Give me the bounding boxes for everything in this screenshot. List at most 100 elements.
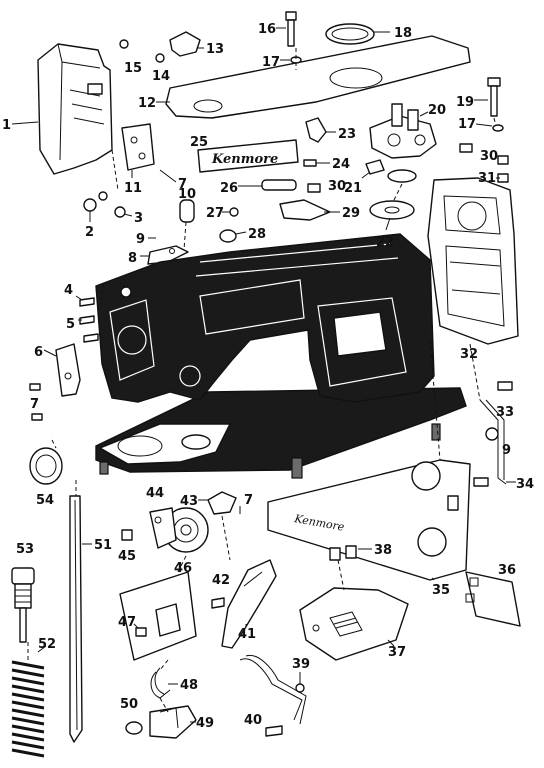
callout-30-right: 30 <box>480 149 498 164</box>
callout-3: 3 <box>134 211 143 226</box>
stitch-knob-54 <box>29 447 63 485</box>
hook-piece-48 <box>150 667 171 699</box>
callout-4: 4 <box>64 283 73 298</box>
screw-42 <box>211 597 225 609</box>
end-cover-part <box>37 43 113 175</box>
callout-43: 43 <box>180 494 198 509</box>
top-cover-part <box>165 35 471 119</box>
callout-53: 53 <box>16 542 34 557</box>
callout-21: 21 <box>344 181 362 196</box>
callout-39: 39 <box>292 657 310 672</box>
callout-11: 11 <box>124 181 142 196</box>
top-screw-upright <box>285 11 297 47</box>
lever-linkage-34 <box>473 399 507 487</box>
callout-6: 6 <box>34 345 43 360</box>
side-plate-part <box>55 343 81 397</box>
callout-10: 10 <box>178 187 196 202</box>
nameplate-text: Kenmore <box>211 152 278 167</box>
callout-7-center: 7 <box>244 493 253 508</box>
hook-gear-assembly <box>149 507 209 553</box>
lever-41 <box>221 559 277 649</box>
machine-main-body <box>95 233 467 479</box>
linkage-lever-39-40 <box>239 654 307 737</box>
callout-40: 40 <box>244 713 262 728</box>
assembly-guide-lines <box>27 48 497 713</box>
callout-24: 24 <box>332 157 350 172</box>
part-33 <box>497 381 513 391</box>
callout-42: 42 <box>212 573 230 588</box>
callout-23: 23 <box>338 127 356 142</box>
right-small-screws <box>307 143 509 193</box>
callout-7-top: 7 <box>178 177 187 192</box>
arm-screws <box>79 297 99 343</box>
thumb-screw-50 <box>125 721 143 735</box>
callout-15: 15 <box>124 61 142 76</box>
callout-18: 18 <box>394 26 412 41</box>
callout-48: 48 <box>180 678 198 693</box>
gasket-ring-part <box>325 23 375 45</box>
presser-bar-51 <box>69 495 83 743</box>
screw-24 <box>303 159 317 167</box>
presser-bracket-46 <box>119 571 197 661</box>
end-cover-screws <box>83 191 126 218</box>
callout-2: 2 <box>85 225 94 240</box>
callout-9-top: 9 <box>136 232 145 247</box>
callout-30-center: 30 <box>328 179 346 194</box>
bracket-29 <box>279 199 331 221</box>
callout-9-right: 9 <box>502 443 511 458</box>
callout-54: 54 <box>36 493 54 508</box>
callout-49: 49 <box>196 716 214 731</box>
screws-38 <box>329 545 357 561</box>
bracket-plate-36 <box>465 571 521 627</box>
callout-46: 46 <box>174 561 192 576</box>
small-screws-left <box>29 383 43 421</box>
callout-20: 20 <box>428 103 446 118</box>
callout-47: 47 <box>118 615 136 630</box>
presser-foot-49 <box>149 705 197 739</box>
bracket-43 <box>207 491 237 515</box>
callout-17-top: 17 <box>262 55 280 70</box>
callout-37: 37 <box>388 645 406 660</box>
spool-disk-part <box>369 200 415 220</box>
callout-5: 5 <box>66 317 75 332</box>
thread-guide-bracket <box>147 245 189 265</box>
callout-44: 44 <box>146 486 164 501</box>
callout-22: 22 <box>376 235 394 250</box>
callout-32: 32 <box>460 347 478 362</box>
callout-8: 8 <box>128 251 137 266</box>
callout-28: 28 <box>248 227 266 242</box>
callout-31: 31 <box>478 171 496 186</box>
callout-12: 12 <box>138 96 156 111</box>
callout-7-left: 7 <box>30 397 39 412</box>
callout-29: 29 <box>342 206 360 221</box>
callout-14: 14 <box>152 69 170 84</box>
callout-19: 19 <box>456 95 474 110</box>
callout-50: 50 <box>120 697 138 712</box>
callout-45: 45 <box>118 549 136 564</box>
bushing-part <box>179 199 195 223</box>
callout-26: 26 <box>220 181 238 196</box>
callout-52: 52 <box>38 637 56 652</box>
callout-27: 27 <box>206 206 224 221</box>
callout-35: 35 <box>432 583 450 598</box>
callout-34: 34 <box>516 477 534 492</box>
spring-52 <box>11 660 45 758</box>
callout-17-right: 17 <box>458 117 476 132</box>
rear-panel-part <box>427 177 519 345</box>
callout-25: 25 <box>190 135 208 150</box>
needle-plate-part <box>299 587 409 661</box>
callout-33: 33 <box>496 405 514 420</box>
kenmore-nameplate: Kenmore <box>197 139 299 173</box>
knob-28 <box>219 229 237 243</box>
top-clip-part <box>169 31 201 57</box>
hinge-plate-part <box>121 123 155 171</box>
callout-41: 41 <box>238 627 256 642</box>
screw-45 <box>121 529 133 541</box>
callout-36: 36 <box>498 563 516 578</box>
pin-27 <box>229 207 239 217</box>
callout-38: 38 <box>374 543 392 558</box>
callout-51: 51 <box>94 538 112 553</box>
callout-1: 1 <box>2 118 11 133</box>
callout-16: 16 <box>258 22 276 37</box>
